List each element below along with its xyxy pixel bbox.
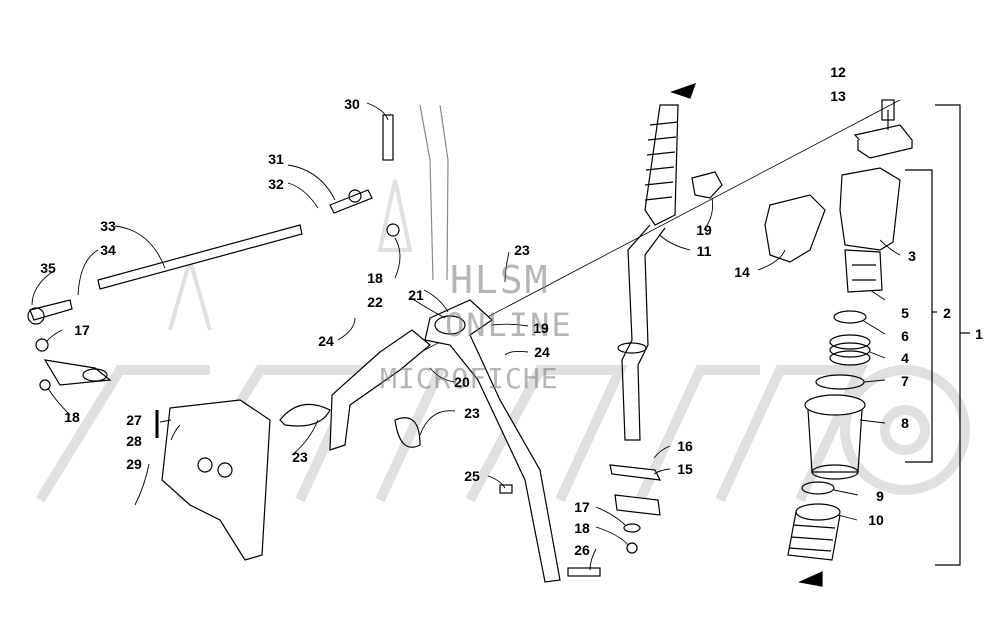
- bracket-15: [609, 464, 662, 481]
- assembly-bracket-1: [935, 104, 961, 566]
- callout-33: 33: [100, 218, 116, 234]
- callout-31: 31: [268, 151, 284, 167]
- callout-6: 6: [901, 328, 909, 344]
- steering-cap: [853, 99, 914, 159]
- rod-end-35: [29, 299, 73, 321]
- callout-34: 34: [100, 242, 116, 258]
- steering-cover-14: [764, 194, 826, 263]
- callout-28: 28: [126, 433, 142, 449]
- steering-post-upper: [839, 167, 901, 293]
- callout-35: 35: [40, 260, 56, 276]
- watermark-online: ONLINE: [445, 306, 573, 344]
- callout-10: 10: [868, 512, 884, 528]
- steering-housing-8: [804, 394, 866, 480]
- callout-25: 25: [464, 468, 480, 484]
- callout-29: 29: [126, 456, 142, 472]
- cable-23: [279, 403, 331, 427]
- nut-18c: [626, 542, 638, 554]
- boot-10: [787, 503, 841, 561]
- spring-washer-4: [829, 350, 871, 366]
- callout-18: 18: [367, 270, 383, 286]
- callout-19: 19: [696, 222, 712, 238]
- watermark-microfiche: MICROFICHE: [380, 362, 559, 395]
- callout-11: 11: [696, 243, 712, 259]
- chassis-tube: [419, 104, 449, 281]
- callout-16: 16: [677, 438, 693, 454]
- steering-support-frame: [329, 299, 561, 583]
- callout-13: 13: [830, 88, 846, 104]
- nut-18b: [386, 223, 400, 237]
- callout-17: 17: [574, 499, 590, 515]
- callout-32: 32: [268, 176, 284, 192]
- bushing-6: [833, 310, 867, 324]
- steering-shaft-11: [617, 104, 679, 441]
- callout-19: 19: [533, 320, 549, 336]
- callout-18: 18: [64, 409, 80, 425]
- callout-15: 15: [677, 461, 693, 477]
- bolt-25: [499, 484, 513, 494]
- callout-23: 23: [464, 405, 480, 421]
- watermark-brand: HLSM: [450, 258, 550, 302]
- clamp-19: [691, 171, 723, 199]
- callout-17: 17: [74, 322, 90, 338]
- callout-27: 27: [126, 412, 142, 428]
- steering-arm: [43, 359, 112, 386]
- bolt-26: [567, 567, 601, 577]
- callout-4: 4: [901, 350, 909, 366]
- callout-9: 9: [876, 488, 884, 504]
- callout-23: 23: [292, 449, 308, 465]
- callout-2: 2: [943, 305, 951, 321]
- callout-18: 18: [574, 520, 590, 536]
- cover-plate-28: [161, 399, 271, 561]
- callout-5: 5: [901, 305, 909, 321]
- callout-24: 24: [318, 333, 334, 349]
- callout-20: 20: [454, 374, 470, 390]
- callout-24: 24: [534, 344, 550, 360]
- callout-8: 8: [901, 415, 909, 431]
- tie-rod-33: [97, 224, 303, 290]
- callout-3: 3: [908, 248, 916, 264]
- callout-26: 26: [574, 542, 590, 558]
- bolt-30: [382, 114, 394, 161]
- callout-1: 1: [975, 326, 983, 342]
- callout-14: 14: [734, 264, 750, 280]
- callout-7: 7: [901, 373, 909, 389]
- washer-17: [35, 338, 49, 352]
- nut-18: [39, 379, 51, 391]
- snap-ring-9: [801, 481, 835, 495]
- callout-30: 30: [344, 96, 360, 112]
- callout-22: 22: [367, 294, 383, 310]
- rod-end-31: [329, 189, 373, 214]
- assembly-bracket-2: [905, 169, 933, 463]
- callout-21: 21: [408, 287, 424, 303]
- washer-17b: [623, 523, 641, 533]
- callout-23: 23: [514, 242, 530, 258]
- callout-12: 12: [830, 64, 846, 80]
